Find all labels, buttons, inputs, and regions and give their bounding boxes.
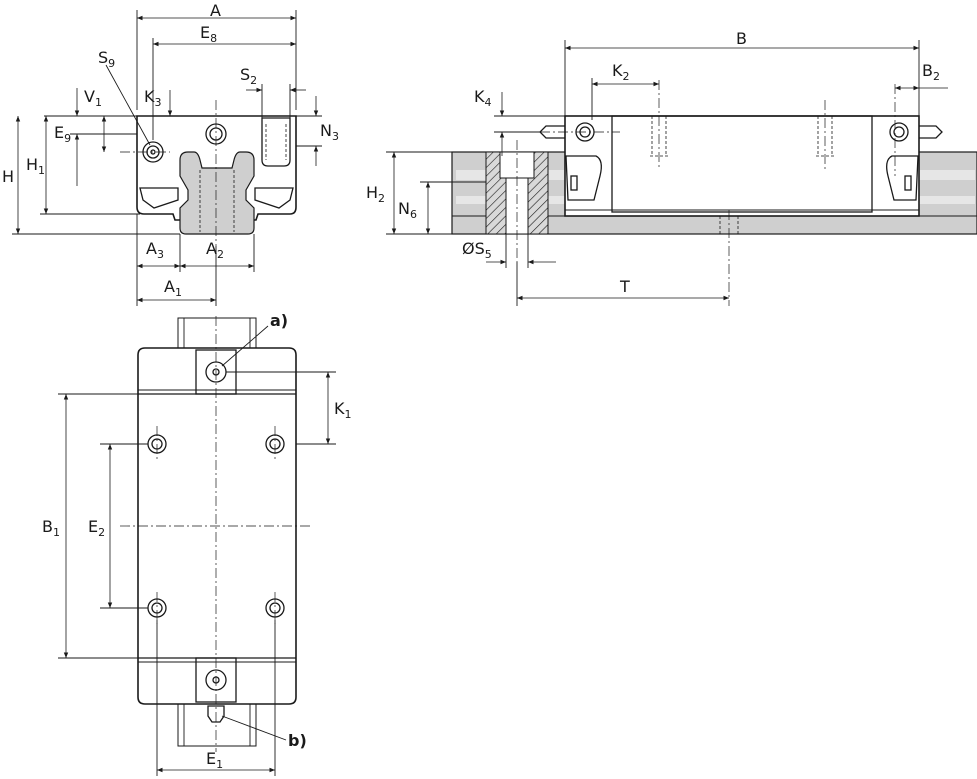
side-screw-right — [889, 122, 909, 142]
label-H: H — [2, 167, 14, 186]
side-view: B K2 B2 K4 H2 N6 ØS5 T — [366, 29, 977, 306]
label-E2: E2 — [88, 517, 105, 539]
side-carriage-body — [611, 115, 873, 213]
end-seal-left — [565, 155, 602, 201]
seal-mark-left — [570, 175, 578, 191]
label-T: T — [619, 277, 630, 296]
front-carriage-inner-right — [254, 187, 294, 209]
label-S9: S9 — [98, 48, 115, 70]
note-a: a) — [270, 311, 288, 330]
label-H1: H1 — [26, 155, 45, 177]
side-thread-hidden — [265, 124, 287, 160]
side-thread — [261, 117, 291, 167]
label-N6: N6 — [398, 199, 417, 221]
grease-nipple-b — [207, 705, 225, 723]
seal-mark-right — [904, 175, 912, 191]
leader-a — [221, 325, 269, 367]
label-B: B — [736, 29, 747, 48]
label-B2: B2 — [922, 61, 940, 83]
label-S5: ØS5 — [462, 239, 492, 261]
top-view: B1 E2 K1 E1 a) b) — [42, 311, 352, 776]
leader-b — [221, 715, 287, 741]
thread-hidden-3 — [719, 216, 739, 234]
label-S2: S2 — [240, 65, 257, 87]
label-H2: H2 — [366, 183, 385, 205]
note-b: b) — [288, 731, 307, 750]
grease-nipple-right — [919, 125, 943, 139]
thread-hidden-1 — [650, 116, 668, 157]
label-A3: A3 — [146, 239, 164, 261]
rail-bottom-end — [177, 703, 257, 747]
leader-S9 — [105, 64, 151, 146]
thread-hidden-2 — [816, 116, 834, 157]
side-screw-right-inner — [893, 126, 905, 138]
label-K4: K4 — [474, 87, 492, 109]
front-view: A E8 S9 S2 V1 K3 N3 E9 H H1 — [2, 1, 339, 306]
label-K3: K3 — [144, 87, 162, 109]
label-K1: K1 — [334, 399, 352, 421]
front-rail-profile — [179, 151, 255, 235]
end-seal-right — [886, 155, 919, 201]
label-N3: N3 — [320, 121, 339, 143]
label-B1: B1 — [42, 517, 60, 539]
label-E8: E8 — [200, 23, 217, 45]
front-carriage-inner — [139, 187, 179, 209]
label-V1: V1 — [84, 87, 102, 109]
rail-top-end — [177, 317, 257, 351]
label-A: A — [210, 1, 221, 20]
label-E1: E1 — [206, 749, 223, 771]
label-E9: E9 — [54, 123, 71, 145]
label-A2: A2 — [206, 239, 224, 261]
label-A1: A1 — [164, 277, 182, 299]
label-K2: K2 — [612, 61, 630, 83]
side-carriage — [564, 115, 920, 217]
